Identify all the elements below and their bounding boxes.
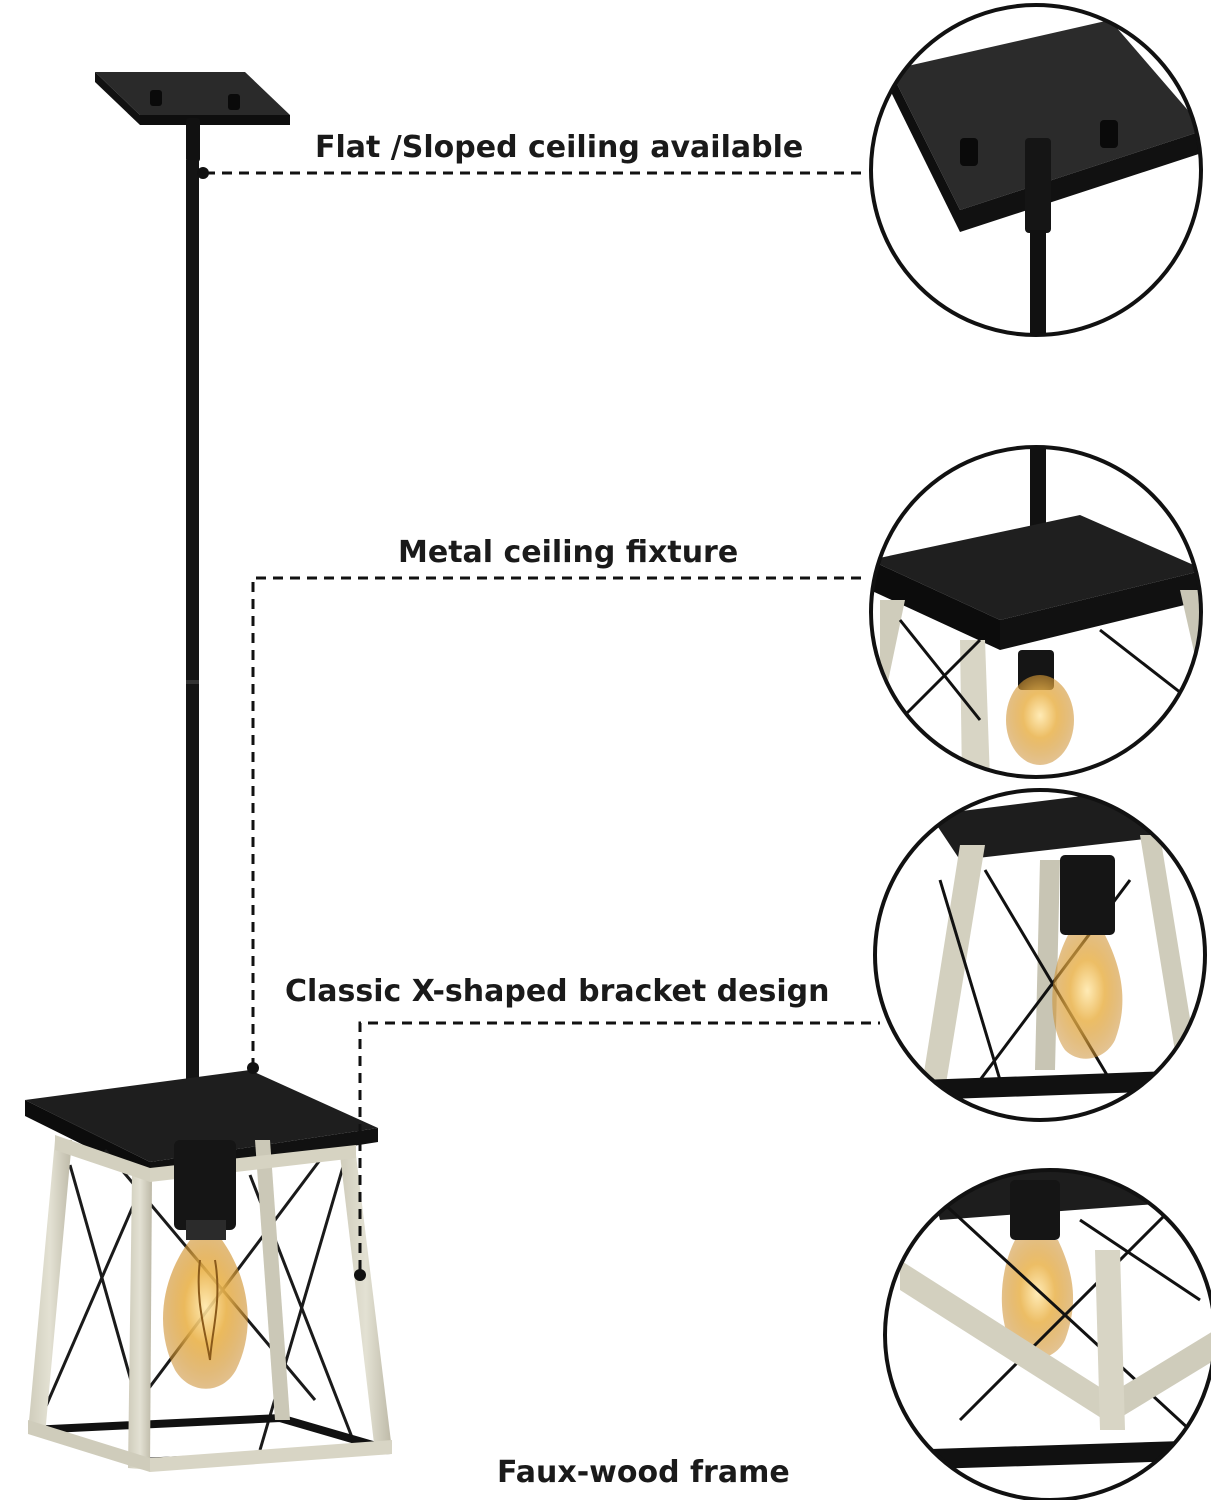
main-pendant	[25, 72, 392, 1472]
detail-circle-x-bracket	[873, 788, 1207, 1122]
leader-lines	[205, 171, 880, 1270]
detail-circle-metal-top	[869, 445, 1203, 779]
leader-dots	[197, 167, 366, 1281]
down-rod	[186, 160, 199, 1085]
detail-circle-canopy	[869, 3, 1203, 337]
ceiling-canopy	[95, 72, 290, 162]
callout-metal-fixture-label: Metal ceiling fixture	[398, 535, 739, 570]
detail-circle-faux-wood	[883, 1168, 1211, 1500]
callout-faux-wood-label: Faux-wood frame	[497, 1455, 790, 1490]
socket-and-bulb	[163, 1140, 248, 1389]
callout-x-bracket-label: Classic X-shaped bracket design	[285, 974, 830, 1009]
callout-ceiling-label: Flat /Sloped ceiling available	[315, 130, 804, 165]
